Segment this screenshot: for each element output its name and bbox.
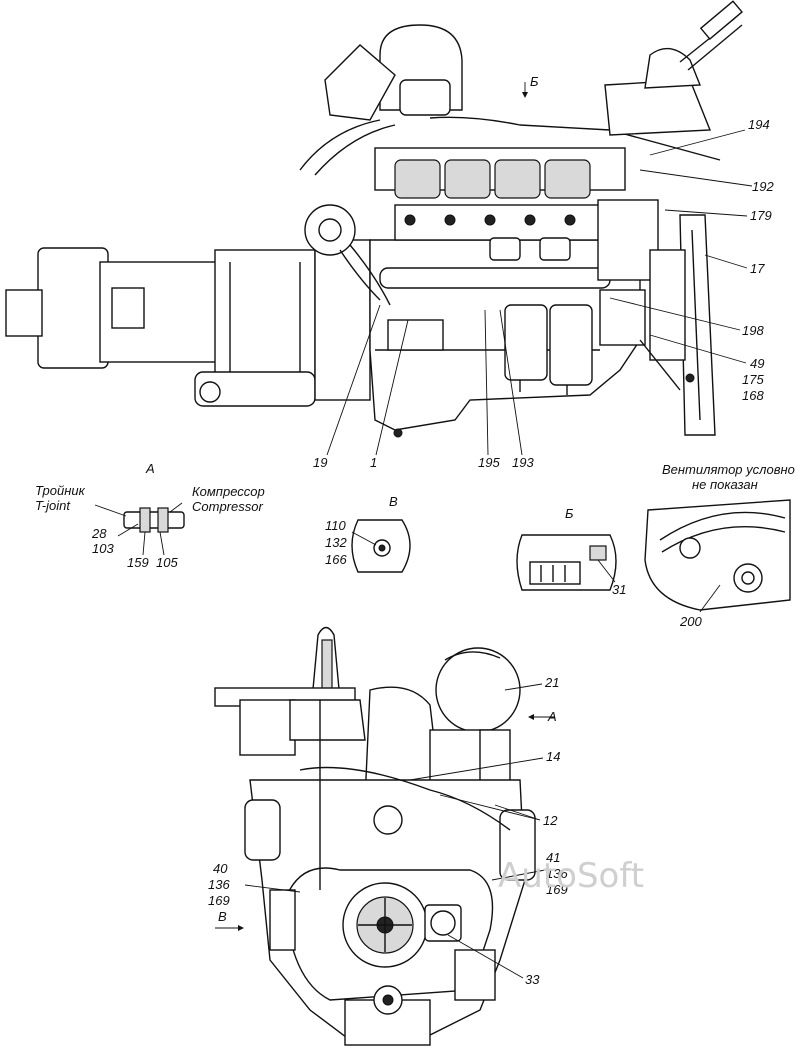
label-175: 175 xyxy=(742,372,764,387)
label-169-left: 169 xyxy=(208,893,230,908)
label-28: 28 xyxy=(91,526,107,541)
label-41: 41 xyxy=(546,850,560,865)
label-166: 166 xyxy=(325,552,347,567)
fan-note-line2: не показан xyxy=(692,477,758,492)
label-49: 49 xyxy=(750,356,764,371)
label-169-right: 169 xyxy=(546,882,568,897)
main-view-labels: 194 192 179 17 198 49 175 168 19 1 195 1… xyxy=(313,74,774,470)
detail-a: А Тройник T-joint Компрессор Compressor … xyxy=(35,461,265,570)
label-179: 179 xyxy=(750,208,772,223)
detail-v: В 110 132 166 xyxy=(325,494,411,573)
main-view-leaders xyxy=(326,82,753,456)
label-192: 192 xyxy=(752,179,774,194)
engine-front-view xyxy=(214,626,536,1046)
front-view-leaders xyxy=(215,683,555,979)
view-b-heading: Б xyxy=(565,506,574,521)
label-33: 33 xyxy=(525,972,540,987)
label-40: 40 xyxy=(213,861,228,876)
view-a-heading: А xyxy=(145,461,155,476)
label-136-right: 136 xyxy=(546,866,568,881)
compressor-ru-text: Компрессор xyxy=(192,484,265,499)
label-31: 31 xyxy=(612,582,626,597)
tee-ru-text: Тройник xyxy=(35,483,86,498)
label-17: 17 xyxy=(750,261,765,276)
view-v-heading: В xyxy=(389,494,398,509)
label-193: 193 xyxy=(512,455,534,470)
label-195: 195 xyxy=(478,455,500,470)
compressor-en-text: Compressor xyxy=(192,499,263,514)
label-12: 12 xyxy=(543,813,558,828)
watermark: AutoSoft xyxy=(498,856,644,896)
label-1: 1 xyxy=(370,455,377,470)
label-200: 200 xyxy=(679,614,702,629)
label-110: 110 xyxy=(325,518,346,533)
detail-b: Б 31 xyxy=(516,506,626,597)
label-136-left: 136 xyxy=(208,877,230,892)
arrow-b-label: Б xyxy=(530,74,539,89)
label-105: 105 xyxy=(156,555,178,570)
label-194: 194 xyxy=(748,117,770,132)
fan-detail: Вентилятор условно не показан 200 xyxy=(644,462,795,629)
front-view-labels: 21 А 14 12 40 136 169 41 136 169 В 33 xyxy=(208,675,568,987)
label-14: 14 xyxy=(546,749,560,764)
label-132: 132 xyxy=(325,535,347,550)
label-159: 159 xyxy=(127,555,149,570)
label-19: 19 xyxy=(313,455,327,470)
engine-side-view xyxy=(5,0,743,438)
arrow-a-label: А xyxy=(547,709,557,724)
tee-en-text: T-joint xyxy=(35,498,71,513)
label-168: 168 xyxy=(742,388,764,403)
label-103: 103 xyxy=(92,541,114,556)
fan-note-line1: Вентилятор условно xyxy=(662,462,795,477)
arrow-v-label: В xyxy=(218,909,227,924)
label-198: 198 xyxy=(742,323,764,338)
label-21: 21 xyxy=(544,675,559,690)
